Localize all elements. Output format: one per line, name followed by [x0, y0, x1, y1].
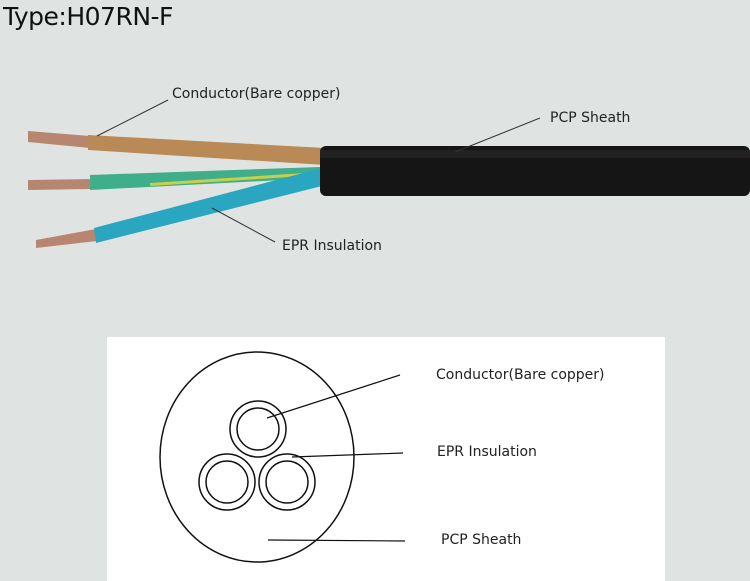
core-top [229, 400, 287, 458]
photo-label-insulation: EPR Insulation [282, 238, 382, 254]
diagram-label-sheath: PCP Sheath [441, 532, 522, 548]
copper-conductor-ends [28, 131, 97, 248]
diagram-label-insulation: EPR Insulation [437, 444, 537, 460]
brown-wire [88, 135, 325, 165]
core-bottom-left [198, 453, 256, 511]
photo-label-sheath: PCP Sheath [550, 110, 631, 126]
core-bottom-right [258, 453, 316, 511]
pcp-sheath [320, 146, 750, 196]
photo-label-conductor: Conductor(Bare copper) [172, 86, 341, 102]
blue-wire [94, 168, 322, 243]
green-yellow-wire [90, 167, 320, 190]
diagram-label-conductor: Conductor(Bare copper) [436, 367, 605, 383]
outer-sheath-circle [159, 351, 355, 563]
page-title: Type:H07RN-F [3, 2, 173, 31]
